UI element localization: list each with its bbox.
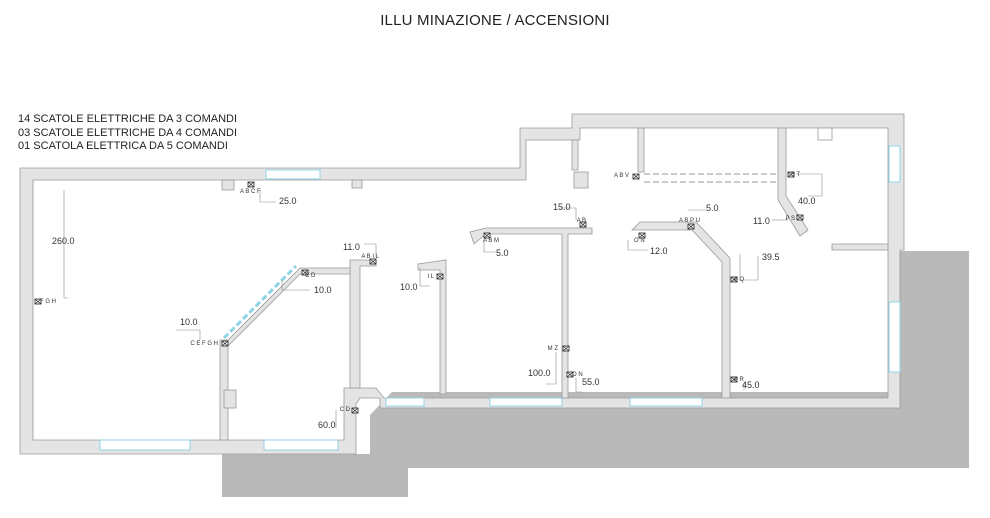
- switch-box: A B P U: [679, 218, 700, 230]
- wall-segment: [831, 243, 889, 251]
- switch-box: A B V: [614, 173, 640, 180]
- wall-segment: [637, 127, 645, 173]
- dimension-value: 10.0: [400, 282, 418, 292]
- interior-walls: [219, 127, 889, 441]
- switch-label: P Q: [734, 277, 745, 283]
- window: [489, 397, 563, 407]
- wall-segment: [221, 179, 235, 191]
- switch-label: A B P U: [679, 218, 700, 224]
- switch-box: O N: [634, 232, 646, 244]
- switch-label: I L: [427, 274, 434, 280]
- legend-line-5-switch-box: 01 SCATOLA ELETTRICA DA 5 COMANDI: [18, 140, 228, 152]
- drawing-title: ILLU MINAZIONE / ACCENSIONI: [380, 12, 610, 29]
- switch-label: O N: [634, 238, 645, 244]
- switch-box: M Z: [548, 345, 570, 352]
- wall-segment: [817, 127, 833, 141]
- switch-boxes: A B C F F G H C D C E F G H A B I L I L C D A B…: [34, 171, 804, 414]
- wall-segment: [417, 259, 447, 395]
- switch-box: A B C F: [240, 181, 261, 195]
- dimension-value: 39.5: [762, 252, 780, 262]
- window: [888, 145, 901, 183]
- dimension-value: 5.0: [496, 248, 509, 258]
- legend-line-4-switch-boxes: 03 SCATOLE ELETTRICHE DA 4 COMANDI: [18, 126, 238, 139]
- switch-label: P R: [734, 377, 745, 383]
- glass-partition: [222, 264, 298, 340]
- switch-box: C D: [301, 269, 316, 279]
- switch-box: A B M: [483, 232, 499, 244]
- switch-box: C E F G H: [190, 340, 229, 347]
- switch-box: F G H: [34, 298, 56, 305]
- wall-segment: [469, 227, 593, 399]
- switch-box: A B: [577, 218, 587, 228]
- dimension-value: 10.0: [314, 285, 332, 295]
- dimension-value: 5.0: [706, 203, 719, 213]
- switch-label: S T: [791, 172, 801, 178]
- dimension-value: 60.0: [318, 420, 336, 430]
- switch-box: I L: [427, 273, 444, 280]
- switch-label: A B M: [483, 238, 499, 244]
- dimension-value: 11.0: [343, 242, 360, 252]
- window: [263, 439, 339, 451]
- switch-label: M Z: [548, 346, 559, 352]
- wall-segment: [223, 389, 237, 409]
- switch-box: O N: [566, 371, 583, 378]
- window: [629, 397, 703, 407]
- switch-box: S T: [787, 171, 801, 178]
- legend: 14 SCATOLE ELETTRICHE DA 3 COMANDI 03 SC…: [18, 113, 237, 154]
- dimension-value: 25.0: [279, 196, 297, 206]
- switch-label: C D: [305, 273, 316, 279]
- window: [888, 301, 901, 373]
- windows: [99, 145, 901, 451]
- dimension-value: 12.0: [650, 246, 668, 256]
- wall-segment: [571, 139, 579, 171]
- switch-label: O N: [572, 372, 583, 378]
- switch-label: C D: [340, 407, 351, 413]
- switch-box: P Q: [730, 276, 745, 283]
- window: [385, 397, 425, 407]
- dimension-value: 45.0: [742, 380, 760, 390]
- outer-wall: [19, 113, 905, 455]
- window: [99, 439, 191, 451]
- switch-box: P R: [730, 376, 745, 383]
- wall-diagonal-room: [219, 267, 357, 441]
- dimension-value: 40.0: [798, 196, 816, 206]
- switch-label: F G H: [40, 299, 56, 305]
- wall-segment: [777, 127, 809, 237]
- wall-segment: [349, 259, 377, 389]
- dimension-value: 11.0: [753, 216, 770, 226]
- wall-segment: [351, 179, 363, 189]
- dimension-value: 10.0: [180, 317, 198, 327]
- dimension-value: 55.0: [582, 377, 600, 387]
- wall-segment: [631, 221, 731, 399]
- switch-box: C D: [340, 407, 359, 414]
- window: [265, 169, 321, 180]
- dimension-value: 15.0: [553, 202, 571, 212]
- glass-partitions: [222, 173, 778, 340]
- dimension-value: 260.0: [52, 236, 75, 246]
- dimension-values: 25.0 260.0 10.0 10.0 11.0 10.0 5.0 60.0 15.0 100.…: [52, 196, 816, 430]
- switch-box: P S: [785, 214, 804, 222]
- exterior-terrace: [222, 251, 969, 497]
- dimension-lines: [63, 173, 823, 428]
- switch-label: P S: [785, 216, 795, 222]
- dimension-value: 100.0: [528, 368, 551, 378]
- switch-label: A B: [577, 218, 586, 224]
- switch-box: A B I L: [361, 254, 380, 265]
- legend-line-3-switch-boxes: 14 SCATOLE ELETTRICHE DA 3 COMANDI: [18, 113, 238, 125]
- switch-label: A B V: [614, 173, 629, 179]
- switch-label: A B I L: [361, 254, 379, 260]
- switch-label: A B C F: [240, 189, 261, 195]
- wall-segment: [573, 171, 589, 189]
- switch-label: C E F G H: [190, 341, 218, 347]
